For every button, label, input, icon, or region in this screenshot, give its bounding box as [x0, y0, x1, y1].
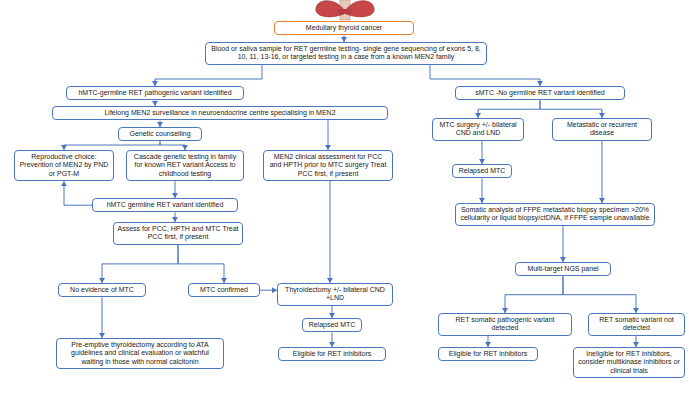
process-box: No evidence of MTC	[58, 283, 146, 297]
flow-arrow	[328, 120, 329, 150]
flow-arrow	[155, 65, 262, 86]
flow-arrow	[488, 336, 489, 347]
flow-arrow	[160, 120, 161, 127]
process-box: Relapsed MTC	[302, 318, 362, 332]
process-box: Reproductive choice: Prevention of MEN2 …	[14, 150, 114, 181]
box-text: RET somatic pathogenic variant detected	[442, 316, 568, 333]
process-box: Eligible for RET inhibitors	[278, 347, 386, 361]
flow-arrow	[602, 141, 603, 203]
process-box: hMTC-germline RET pathogenic variant ide…	[66, 86, 244, 100]
process-box: Thyroidectomy +/- bilateral CND +LND	[277, 283, 393, 306]
box-text: Ineligible for RET inhibitors, consider …	[577, 350, 681, 375]
box-text: Assess for PCC, HPTH and MTC Treat PCC f…	[117, 225, 239, 242]
box-text: Relapsed MTC	[306, 321, 358, 329]
flow-arrow	[636, 336, 637, 347]
flow-arrow	[64, 141, 160, 150]
flow-arrow	[505, 276, 563, 313]
flow-arrow	[175, 181, 176, 198]
box-text: Blood or saliva sample for RET germline …	[209, 45, 483, 62]
flow-arrow	[563, 276, 636, 313]
flow-arrow	[260, 290, 277, 291]
flow-arrow	[102, 245, 178, 283]
flow-arrow	[64, 181, 92, 205]
box-text: Cascade genetic testing in family for kn…	[130, 153, 240, 178]
process-box: Somatic analysis of FFPE metastatic biop…	[455, 203, 655, 226]
process-box: MEN2 clinical assessment for PCC and HPT…	[263, 150, 393, 181]
process-box: Assess for PCC, HPTH and MTC Treat PCC f…	[113, 222, 243, 245]
flow-arrow	[178, 245, 224, 283]
process-box: RET somatic variant not detected	[588, 313, 685, 336]
box-text: Somatic analysis of FFPE metastatic biop…	[459, 206, 651, 223]
process-box: Relapsed MTC	[452, 164, 512, 178]
flow-arrow	[478, 100, 540, 118]
box-text: Metastatic or recurrent disease	[556, 121, 648, 138]
box-text: sMTC -No germline RET variant identified	[459, 89, 621, 97]
process-box: Ineligible for RET inhibitors, consider …	[573, 347, 685, 378]
flow-arrow	[332, 332, 333, 347]
process-box: Medullary thyroid cancer	[274, 21, 414, 35]
box-text: Eligible for RET inhibitors	[442, 350, 534, 358]
process-box: Metastatic or recurrent disease	[552, 118, 652, 141]
process-box: Blood or saliva sample for RET germline …	[205, 42, 487, 65]
flow-arrow	[430, 65, 540, 86]
flow-arrow	[482, 141, 483, 164]
box-text: Genetic counselling	[122, 130, 198, 138]
box-text: Lifelong MEN2 surveillance in neuroendoc…	[56, 109, 384, 117]
thyroid-isthmus	[338, 9, 352, 14]
box-text: Medullary thyroid cancer	[278, 24, 410, 32]
thyroid-lobe	[316, 1, 344, 17]
flow-arrow	[160, 141, 185, 150]
process-box: Eligible for RET inhibitors	[438, 347, 538, 361]
box-text: hMTC germline RET variant identified	[96, 201, 234, 209]
box-text: Thyroidectomy +/- bilateral CND +LND	[281, 286, 389, 303]
box-text: RET somatic variant not detected	[592, 316, 681, 333]
box-text: Multi-target NGS panel	[519, 265, 607, 273]
flow-arrow	[175, 212, 176, 222]
box-text: No evidence of MTC	[62, 286, 142, 294]
process-box: hMTC germline RET variant identified	[92, 198, 238, 212]
flow-arrow	[540, 100, 602, 118]
box-text: Pre-emptive thyroidectomy according to A…	[60, 341, 220, 366]
flow-arrow	[330, 181, 331, 283]
box-text: Reproductive choice: Prevention of MEN2 …	[18, 153, 110, 178]
process-box: Multi-target NGS panel	[515, 262, 611, 276]
process-box: Pre-emptive thyroidectomy according to A…	[56, 338, 224, 369]
flow-arrow	[563, 226, 564, 262]
process-box: Genetic counselling	[118, 127, 202, 141]
process-box: MTC confirmed	[188, 283, 260, 297]
process-box: MTC surgery +/- bilateral CND and LND	[432, 118, 524, 141]
process-box: sMTC -No germline RET variant identified	[455, 86, 625, 100]
process-box: Lifelong MEN2 surveillance in neuroendoc…	[52, 106, 388, 120]
box-text: MEN2 clinical assessment for PCC and HPT…	[267, 153, 389, 178]
flow-arrow	[482, 178, 483, 203]
box-text: Eligible for RET inhibitors	[282, 350, 382, 358]
box-text: MTC surgery +/- bilateral CND and LND	[436, 121, 520, 138]
flow-arrow	[102, 297, 103, 338]
box-text: hMTC-germline RET pathogenic variant ide…	[70, 89, 240, 97]
flow-arrow	[344, 35, 345, 42]
process-box: RET somatic pathogenic variant detected	[438, 313, 572, 336]
flow-arrow	[332, 306, 333, 318]
process-box: Cascade genetic testing in family for kn…	[126, 150, 244, 181]
box-text: MTC confirmed	[192, 286, 256, 294]
thyroid-lobe	[346, 1, 374, 17]
box-text: Relapsed MTC	[456, 167, 508, 175]
